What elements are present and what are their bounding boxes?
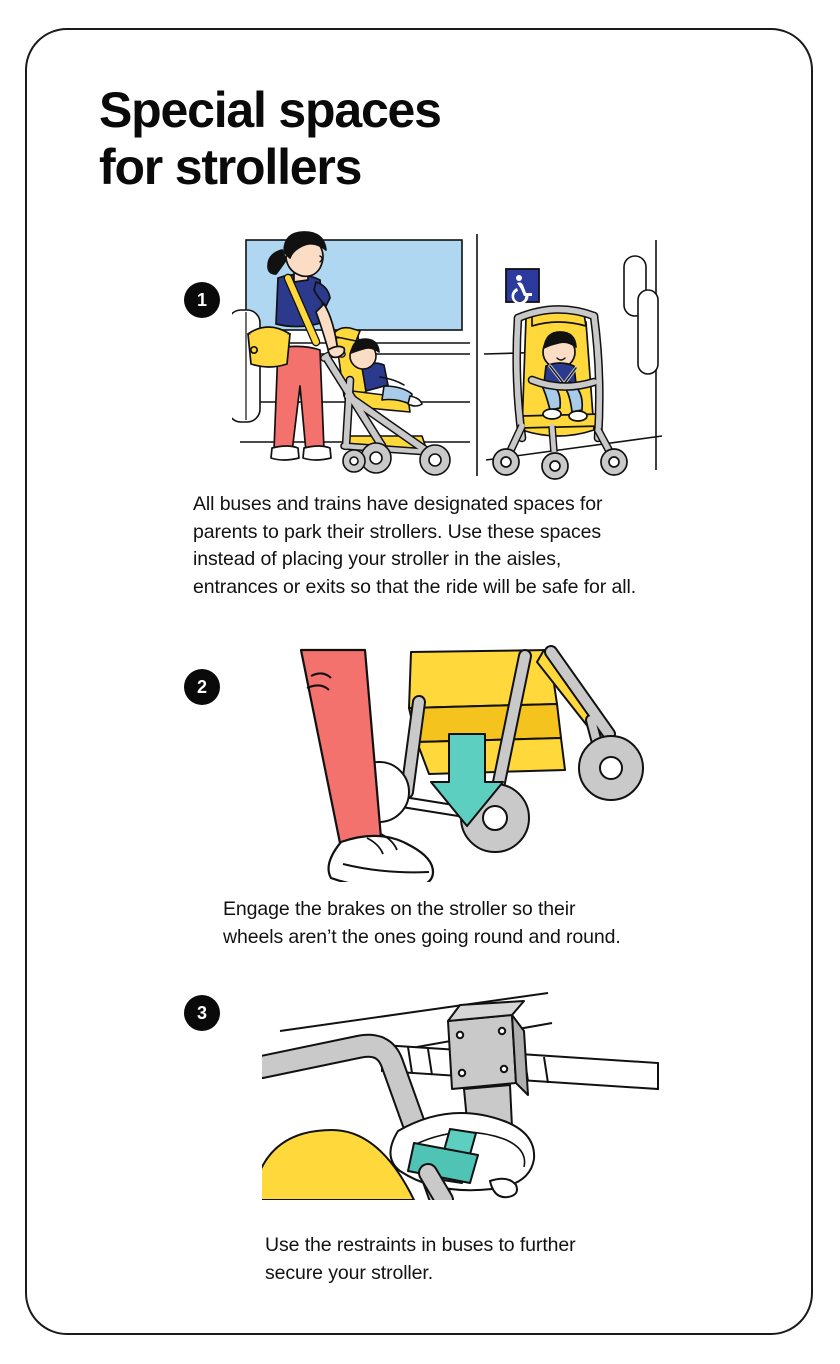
- step-badge-1: 1: [184, 282, 220, 318]
- wheelchair-sign: [505, 268, 540, 305]
- step-badge-3: 3: [184, 995, 220, 1031]
- step-badge-2: 2: [184, 669, 220, 705]
- page-title: Special spaces for strollers: [99, 82, 442, 195]
- step-2-description: Engage the brakes on the stroller so the…: [223, 898, 621, 948]
- restraint-straps: [407, 1128, 479, 1184]
- poster-card: Special spaces for strollers 1: [25, 28, 813, 1335]
- down-arrow: [430, 733, 504, 827]
- illustration-step-2: [289, 642, 669, 882]
- step-1-description: All buses and trains have designated spa…: [193, 493, 637, 599]
- step-3-description: Use the restraints in buses to further s…: [265, 1234, 576, 1284]
- illustration-step-1: [232, 230, 662, 480]
- illustration-step-3: [262, 985, 662, 1200]
